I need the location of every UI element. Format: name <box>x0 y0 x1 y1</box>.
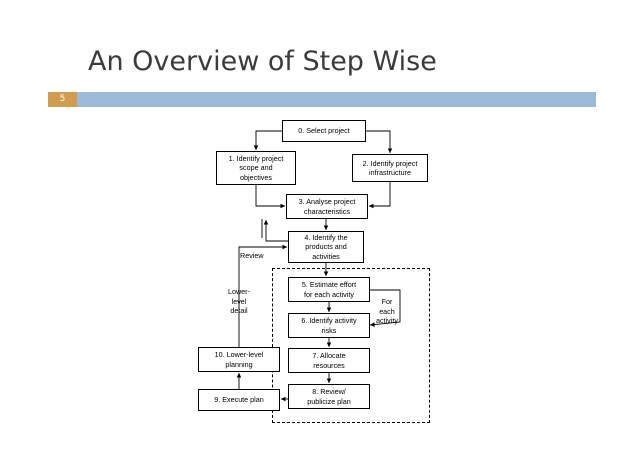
node-label: 1. Identify project scope and objectives <box>228 153 284 182</box>
label-lower-level-detail: Lower- level detail <box>228 287 250 315</box>
node-label: 3. Analyse project characteristics <box>298 197 356 216</box>
node-7-allocate-resources[interactable]: 7. Allocate resources <box>288 348 370 373</box>
node-label: 10. Lower-level planning <box>214 350 264 369</box>
node-6-identify-activity-risks[interactable]: 6. Identify activity risks <box>288 313 370 338</box>
page-number-badge: 5 <box>48 92 77 107</box>
label-review: Review <box>240 251 264 260</box>
node-10-lower-level-planning[interactable]: 10. Lower-level planning <box>198 347 280 372</box>
page-title: An Overview of Step Wise <box>88 46 437 77</box>
node-label: 9. Execute plan <box>214 395 264 405</box>
node-label: 8. Review/ publicize plan <box>307 387 351 406</box>
node-3-analyse-project-characteristics[interactable]: 3. Analyse project characteristics <box>286 194 368 219</box>
node-2-identify-project-infrastructure[interactable]: 2. Identify project infrastructure <box>352 154 428 182</box>
node-8-review-publicize-plan[interactable]: 8. Review/ publicize plan <box>288 384 370 409</box>
node-label: 7. Allocate resources <box>312 351 346 370</box>
node-label: 5. Estimate effort for each activity <box>301 280 357 299</box>
node-label: 6. Identify activity risks <box>301 316 357 335</box>
title-divider-band <box>48 92 596 107</box>
node-9-execute-plan[interactable]: 9. Execute plan <box>198 389 280 411</box>
iteration-group-boundary <box>272 268 430 423</box>
node-label: 4. Identify the products and activities <box>304 232 348 261</box>
node-1-identify-project-scope[interactable]: 1. Identify project scope and objectives <box>216 151 296 185</box>
label-for-each-activity: For each activity <box>376 297 398 325</box>
node-5-estimate-effort[interactable]: 5. Estimate effort for each activity <box>288 277 370 302</box>
node-4-identify-products-and-activities[interactable]: 4. Identify the products and activities <box>288 231 364 263</box>
node-label: 2. Identify project infrastructure <box>362 158 418 178</box>
flowchart-connectors <box>236 130 401 402</box>
node-0-select-project[interactable]: 0. Select project <box>282 120 366 142</box>
node-label: 0. Select project <box>298 126 350 136</box>
stepwise-flowchart: 0. Select project 1. Identify project sc… <box>0 107 638 451</box>
